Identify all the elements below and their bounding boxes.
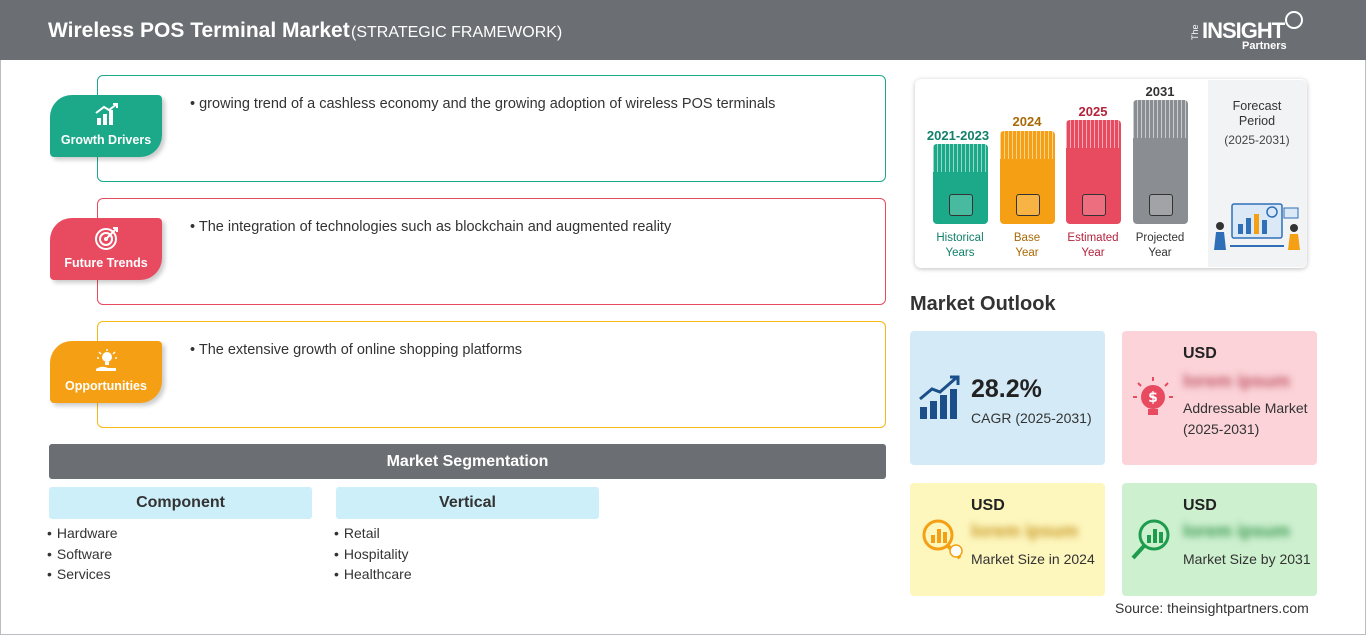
future-trends-card: • The integration of technologies such a… [97, 198, 886, 305]
list-item: Healthcare [334, 566, 412, 587]
timeline-year-estimated: 2025 [1078, 104, 1108, 119]
growth-chart-icon [919, 375, 960, 419]
future-trends-badge: Future Trends [50, 218, 162, 280]
addressable-desc: Addressable Market (2025-2031) [1183, 400, 1308, 437]
growth-drivers-label: Growth Drivers [60, 133, 152, 147]
size-2024-value: lorem ipsum [971, 521, 1079, 541]
market-segmentation-header: Market Segmentation [49, 444, 886, 479]
size-2031-usd: USD [1183, 497, 1217, 514]
opportunities-badge: Opportunities [50, 341, 162, 403]
logo-ring-icon [1285, 11, 1303, 29]
opportunities-card: • The extensive growth of online shoppin… [97, 321, 886, 428]
list-item: Retail [334, 525, 412, 546]
list-item: Hospitality [334, 546, 412, 567]
segment-heading-vertical: Vertical [336, 487, 599, 519]
list-item: Hardware [47, 525, 118, 546]
bar-chart-icon [95, 103, 118, 125]
addressable-value: lorem ipsum [1183, 371, 1291, 391]
timeline-year-base: 2024 [1012, 114, 1042, 129]
addressable-market-card: $ USD lorem ipsum Addressable Market (20… [1122, 331, 1317, 465]
timeline-year-projected: 2031 [1145, 84, 1175, 99]
svg-text:$: $ [1148, 390, 1158, 406]
timeline-bar-estimated [1066, 120, 1121, 224]
future-trends-label: Future Trends [64, 256, 148, 270]
market-size-2024-card: USD lorem ipsum Market Size in 2024 [910, 483, 1105, 596]
growth-drivers-text: • growing trend of a cashless economy an… [190, 96, 776, 112]
timeline-year-historical: 2021-2023 [926, 128, 990, 143]
lightbulb-hand-icon [96, 349, 117, 371]
market-outlook-title: Market Outlook [910, 293, 1056, 315]
market-size-2031-card: USD lorem ipsum Market Size by 2031 [1122, 483, 1317, 596]
list-item: Services [47, 566, 118, 587]
growth-drivers-card: • growing trend of a cashless economy an… [97, 75, 886, 182]
presentation-icon [1149, 194, 1173, 216]
logo-insight-text: INSIGHT [1202, 18, 1285, 43]
analytics-people-icon [1214, 203, 1300, 250]
money-bulb-icon: $ [1133, 377, 1173, 415]
segment-list-vertical: Retail Hospitality Healthcare [334, 525, 412, 587]
opportunities-label: Opportunities [65, 379, 147, 393]
cagr-label: CAGR (2025-2031) [971, 410, 1092, 426]
size-2031-value: lorem ipsum [1183, 521, 1291, 541]
target-icon [95, 227, 118, 250]
forecast-period-title: Forecast Period [1232, 99, 1282, 128]
page-subtitle: (STRATEGIC FRAMEWORK) [351, 24, 563, 41]
history-icon [949, 194, 973, 216]
magnifier-chart-icon [922, 519, 963, 560]
addressable-usd: USD [1183, 345, 1217, 362]
page-title: Wireless POS Terminal Market [48, 19, 350, 42]
gears-icon [1082, 194, 1106, 216]
segment-heading-component: Component [49, 487, 312, 519]
calendar-icon [1016, 194, 1040, 216]
header-bar: Wireless POS Terminal Market (STRATEGIC … [0, 0, 1366, 60]
source-credit[interactable]: Source: theinsightpartners.com [1115, 600, 1309, 616]
opportunities-text: • The extensive growth of online shoppin… [190, 342, 523, 358]
size-2024-desc: Market Size in 2024 [971, 551, 1095, 567]
timeline-bar-base [1000, 131, 1055, 224]
magnifier-chart-icon [1131, 519, 1170, 560]
size-2024-usd: USD [971, 497, 1005, 514]
forecast-period-range: (2025-2031) [1224, 133, 1290, 147]
future-trends-text: • The integration of technologies such a… [190, 219, 672, 235]
cagr-value: 28.2% [971, 375, 1042, 403]
insight-partners-logo[interactable]: The INSIGHT Partners [1190, 10, 1310, 54]
timeline-bar-historical [933, 144, 988, 224]
cagr-card: 28.2% CAGR (2025-2031) [910, 331, 1105, 465]
segment-list-component: Hardware Software Services [47, 525, 118, 587]
growth-drivers-badge: Growth Drivers [50, 95, 162, 157]
timeline-bar-projected [1133, 100, 1188, 224]
logo-partners-text: Partners [1242, 40, 1287, 52]
logo-the-text: The [1190, 24, 1200, 40]
list-item: Software [47, 546, 118, 567]
size-2031-desc: Market Size by 2031 [1183, 551, 1311, 567]
